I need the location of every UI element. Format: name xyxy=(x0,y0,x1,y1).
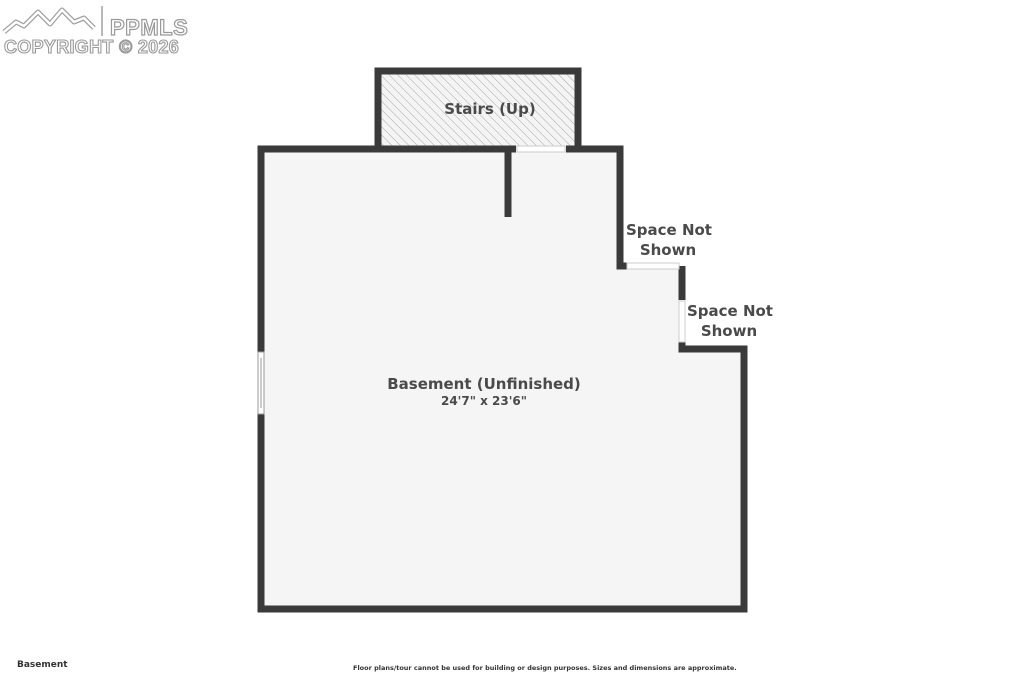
annotation-line: Space Not xyxy=(626,221,712,239)
mountain-logo-icon xyxy=(2,6,103,36)
space-not-shown-label-2: Space Not Shown xyxy=(687,301,773,341)
annotation-line: Shown xyxy=(700,322,758,340)
watermark-copyright: COPYRIGHT © 2026 xyxy=(3,36,180,57)
stairs-area xyxy=(374,67,582,149)
watermark-brand: PPMLS xyxy=(109,14,189,40)
openings xyxy=(516,145,686,343)
ppmls-watermark: PPMLS COPYRIGHT © 2026 xyxy=(2,2,207,58)
basement-room-label: Basement (Unfinished) 24'7" x 23'6" xyxy=(384,374,584,408)
annotation-line: Space Not xyxy=(687,302,773,320)
stairs-label: Stairs (Up) xyxy=(444,100,536,118)
level-label: Basement xyxy=(17,660,68,670)
basement-floor xyxy=(261,149,744,609)
annotation-line: Shown xyxy=(639,241,697,259)
exterior-walls xyxy=(257,145,748,613)
space-not-shown-label-1: Space Not Shown xyxy=(626,220,712,260)
room-dimensions: 24'7" x 23'6" xyxy=(440,394,528,408)
window-left-wall xyxy=(257,351,265,415)
disclaimer-text: Floor plans/tour cannot be used for buil… xyxy=(353,664,737,672)
room-name: Basement (Unfinished) xyxy=(387,375,581,393)
